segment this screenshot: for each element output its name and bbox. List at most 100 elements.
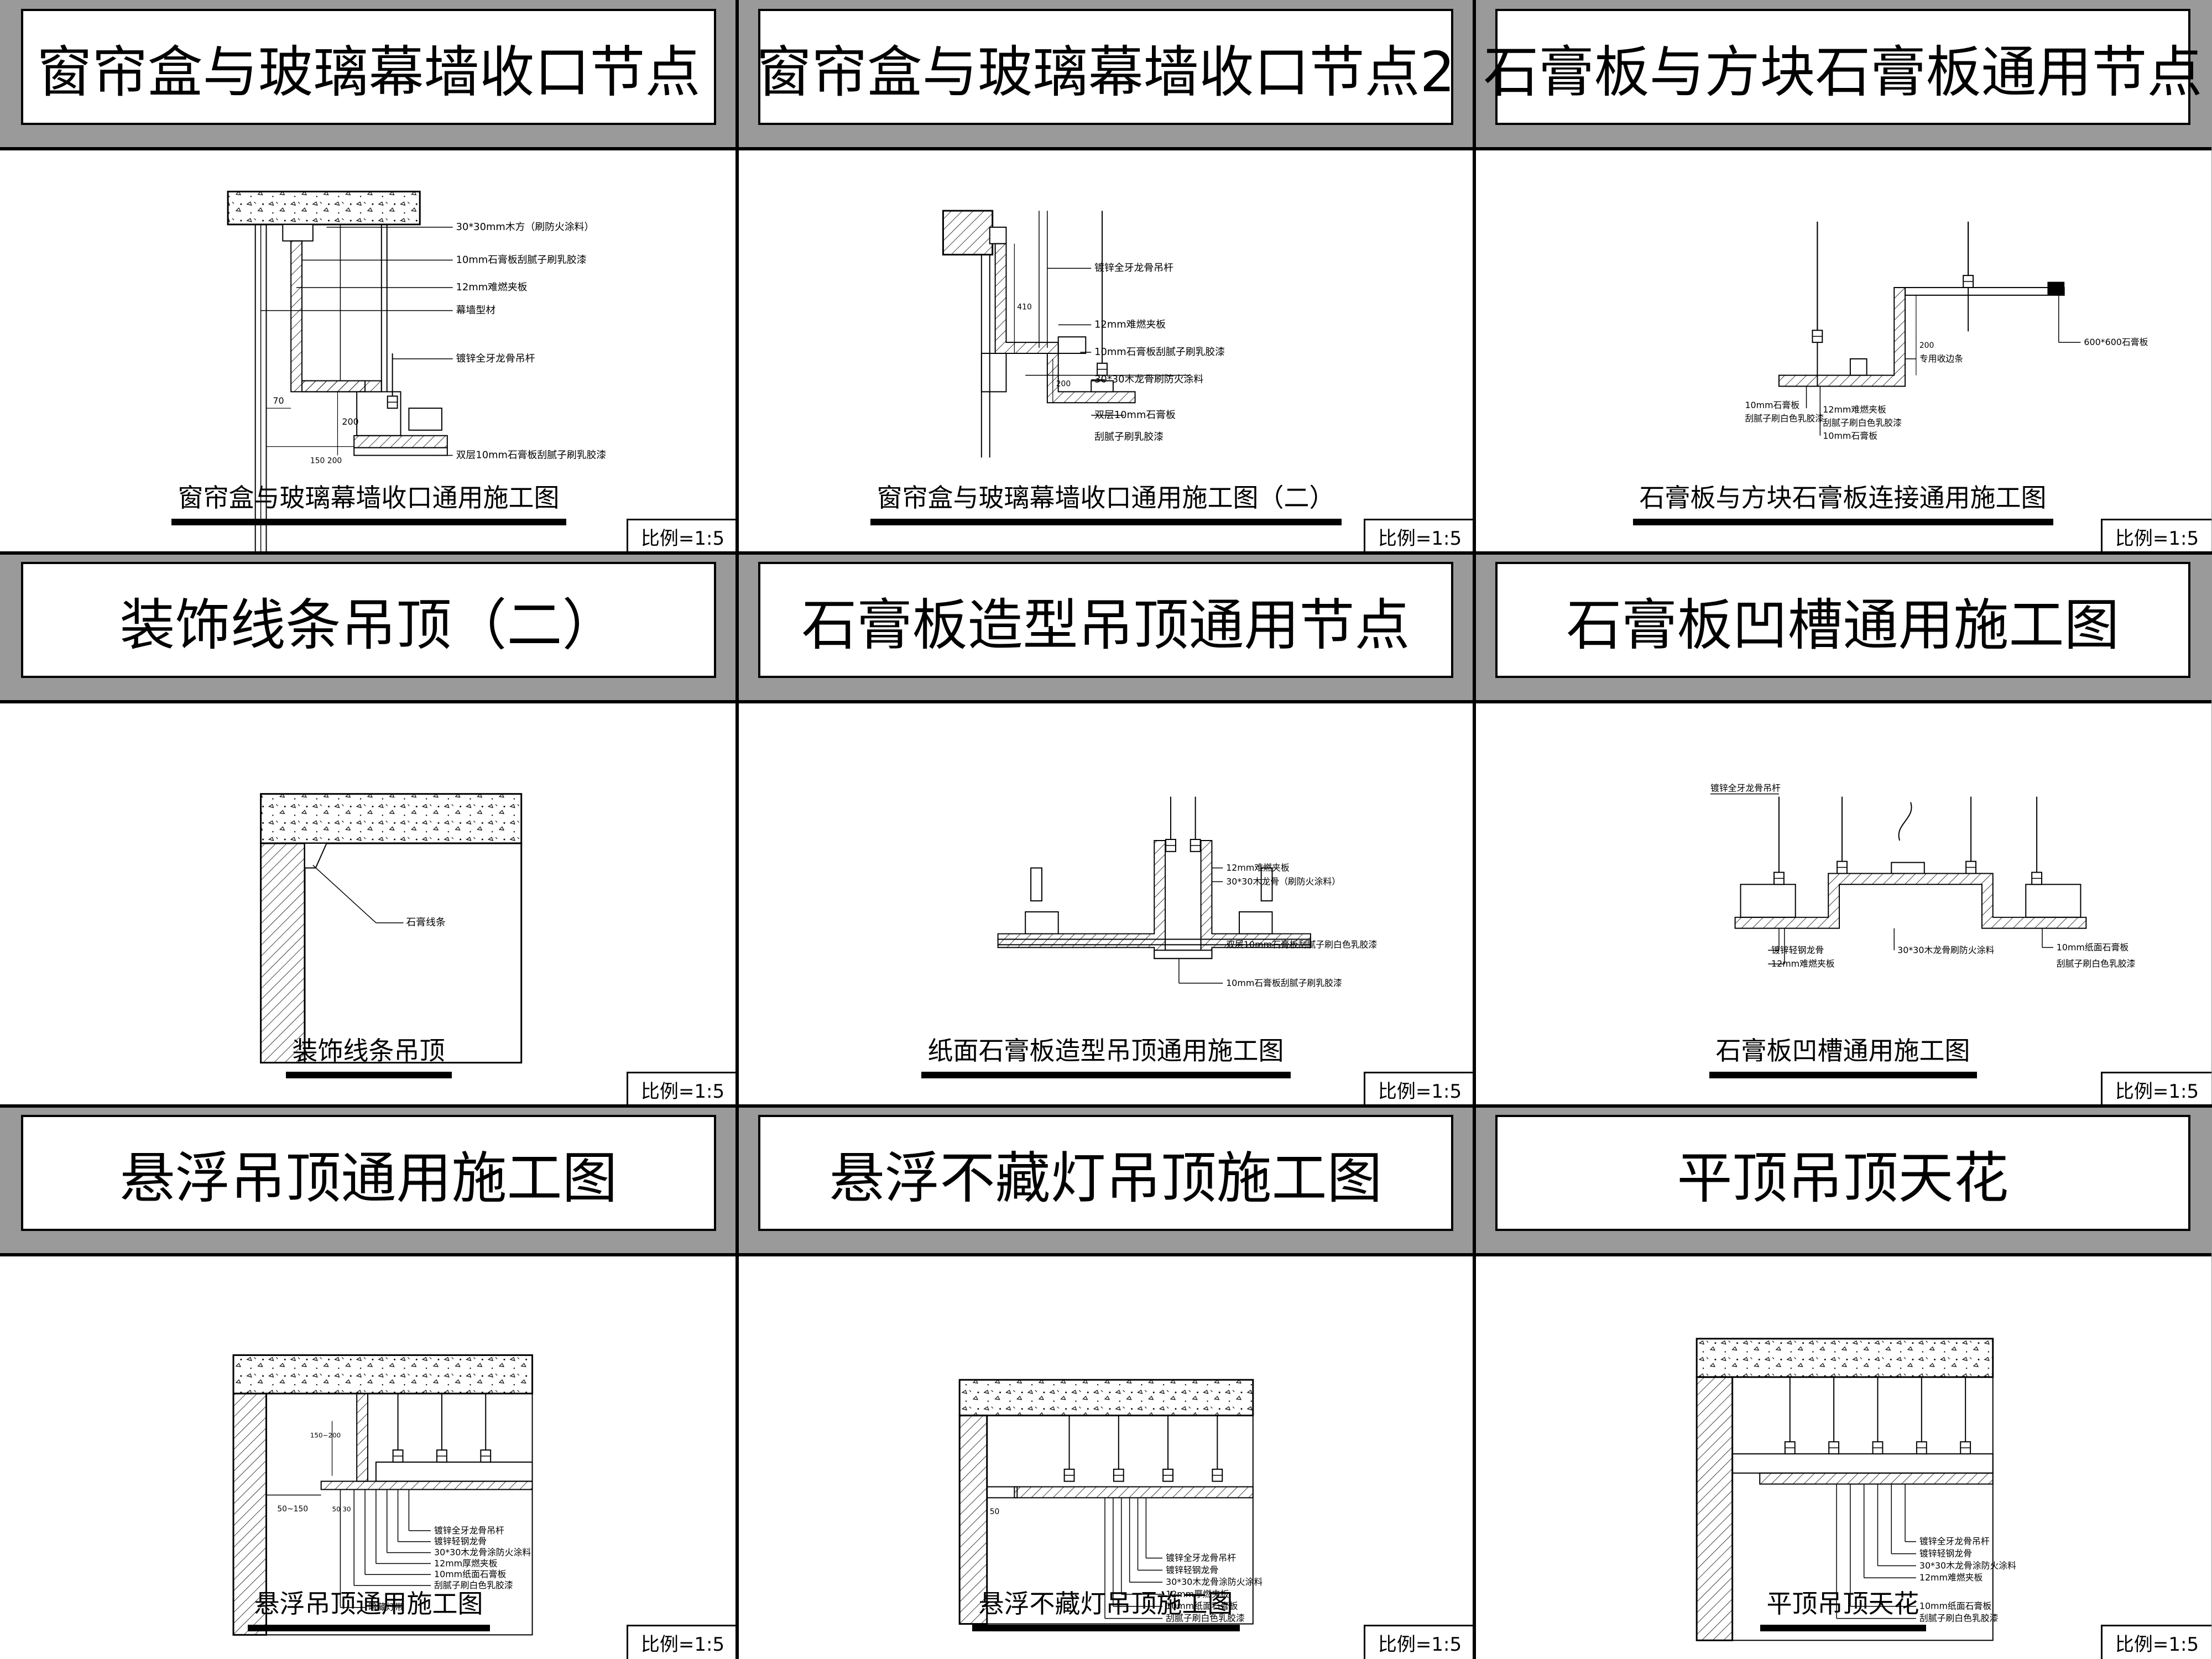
annotation-label: 双层10mm石膏板刮腻子刷乳胶漆 bbox=[456, 448, 607, 461]
annotation-label: 刮腻子刷白色乳胶漆 bbox=[2057, 958, 2136, 969]
panel-title-box: 石膏板凹槽通用施工图 bbox=[1495, 562, 2190, 678]
annotation-label: 10mm石膏板 bbox=[1823, 431, 1877, 441]
annotation-label: 刮腻子刷白色乳胶漆 bbox=[1745, 413, 1824, 424]
panel-title: 悬浮不藏灯吊顶施工图 bbox=[829, 1145, 1383, 1211]
scale-label: 比例=1:5 bbox=[627, 1072, 737, 1106]
annotation-label: 30*30木龙骨刷防火涂料 bbox=[1094, 374, 1203, 385]
annotation-label: 10mm石膏板刮腻子刷乳胶漆 bbox=[456, 253, 587, 265]
drawing-area: 镀锌全牙龙骨吊杆 12mm难燃夹板 10mm石膏板刮腻子刷乳胶漆 30*30木龙骨刷防… bbox=[737, 147, 1474, 553]
annotation-label: 刮腻子刷乳胶漆 bbox=[1094, 431, 1164, 443]
drawing-caption: 装饰线条吊顶 bbox=[0, 1031, 737, 1078]
panel-title-band: 石膏板造型吊顶通用节点 bbox=[737, 553, 1474, 700]
annotation-label: 10mm纸面石膏板 bbox=[1166, 1601, 1238, 1611]
drawing-caption: 石膏板与方块石膏板连接通用施工图 bbox=[1474, 478, 2211, 525]
panel-title: 石膏板与方块石膏板通用节点 bbox=[1483, 39, 2203, 105]
annotation-label: 50~150 bbox=[277, 1505, 308, 1514]
panel-title: 石膏板造型吊顶通用节点 bbox=[801, 592, 1410, 658]
grid-divider bbox=[1473, 0, 1476, 1659]
annotation-label: 刮腻子刷白色乳胶漆 bbox=[1919, 1613, 1999, 1624]
panel-title-band: 装饰线条吊顶（二） bbox=[0, 553, 737, 700]
panel-title-box: 悬浮不藏灯吊顶施工图 bbox=[758, 1115, 1453, 1231]
drawing-area: 石膏线条装饰线条吊顶比例=1:5 bbox=[0, 700, 737, 1106]
annotation-label: 12mm难燃夹板 bbox=[1919, 1572, 1983, 1583]
annotation-label: 镀锌全牙龙骨吊杆 bbox=[1166, 1552, 1236, 1563]
annotation-label: 镀锌轻钢龙骨 bbox=[434, 1536, 487, 1547]
annotation-label: 150 200 bbox=[310, 456, 342, 465]
annotation-label: 10mm石膏板刮腻子刷乳胶漆 bbox=[1094, 346, 1225, 358]
scale-label: 比例=1:5 bbox=[627, 519, 737, 553]
drawing-caption-text: 纸面石膏板造型吊顶通用施工图 bbox=[921, 1031, 1291, 1078]
annotation-label: 镀锌轻钢龙骨 bbox=[1771, 945, 1824, 955]
drawing-caption: 悬浮不藏灯吊顶施工图 bbox=[737, 1584, 1474, 1631]
annotation-label: 10mm纸面石膏板 bbox=[2057, 942, 2129, 952]
annotation-label: 200 bbox=[1919, 341, 1934, 350]
annotation-label: 30*30木龙骨刷防火涂料 bbox=[1897, 945, 1994, 955]
annotation-label: 30*30mm木方（刷防火涂料） bbox=[456, 221, 594, 233]
drawing-caption: 石膏板凹槽通用施工图 bbox=[1474, 1031, 2211, 1078]
panel-title-band: 悬浮吊顶通用施工图 bbox=[0, 1106, 737, 1253]
annotation-label: 12mm厚燃夹板 bbox=[434, 1558, 498, 1568]
panel-title-band: 平顶吊顶天花 bbox=[1474, 1106, 2211, 1253]
annotation-label: 12mm难燃夹板 bbox=[1094, 319, 1166, 330]
drawing-caption-text: 石膏板凹槽通用施工图 bbox=[1709, 1031, 1977, 1078]
detail-drawing: 50镀锌全牙龙骨吊杆镀锌轻钢龙骨30*30木龙骨涂防火涂料12mm厚燃夹板10m… bbox=[958, 1379, 1262, 1625]
annotation-label: 50 30 bbox=[332, 1505, 351, 1513]
annotation-label: 10mm石膏板刮腻子刷乳胶漆 bbox=[1226, 978, 1342, 988]
panel-title-band: 窗帘盒与玻璃幕墙收口节点 bbox=[0, 0, 737, 147]
detail-panel: 装饰线条吊顶（二）石膏线条装饰线条吊顶比例=1:5 bbox=[0, 553, 737, 1106]
detail-drawing: 12mm难燃夹板30*30木龙骨（刷防火涂料）双层10mm石膏板刮腻子刷白色乳胶… bbox=[997, 796, 1377, 988]
detail-panel: 窗帘盒与玻璃幕墙收口节点2 镀锌全牙龙骨吊杆 12mm难燃夹板 10mm石膏板刮腻子刷… bbox=[737, 0, 1474, 553]
annotation-label: 70 bbox=[273, 395, 284, 406]
panel-title-band: 悬浮不藏灯吊顶施工图 bbox=[737, 1106, 1474, 1253]
drawing-caption-text: 悬浮吊顶通用施工图 bbox=[247, 1584, 490, 1631]
annotation-label: 专用收边条 bbox=[1919, 353, 1963, 364]
annotation-label: 镀锌轻钢龙骨 bbox=[1919, 1548, 1972, 1559]
annotation-label: 30*30木龙骨涂防火涂料 bbox=[1919, 1560, 2016, 1571]
annotation-label: 幕墙型材 bbox=[456, 305, 496, 316]
annotation-label: 镀锌全牙龙骨吊杆 bbox=[1094, 262, 1173, 274]
scale-label: 比例=1:5 bbox=[627, 1625, 737, 1659]
panel-title-box: 平顶吊顶天花 bbox=[1495, 1115, 2190, 1231]
annotation-label: 150~200 bbox=[310, 1431, 341, 1439]
annotation-label: 10mm纸面石膏板 bbox=[1919, 1601, 1992, 1611]
annotation-label: 12mm难燃夹板 bbox=[1823, 404, 1886, 415]
annotation-label: 暗藏灯带 bbox=[368, 1602, 404, 1613]
annotation-label: 50 bbox=[990, 1507, 1000, 1516]
annotation-label: 12mm厚燃夹板 bbox=[1166, 1589, 1229, 1599]
drawing-caption: 窗帘盒与玻璃幕墙收口通用施工图 bbox=[0, 478, 737, 525]
annotation-label: 镀锌全牙龙骨吊杆 bbox=[1919, 1536, 1990, 1547]
annotation-label: 双层10mm石膏板 bbox=[1094, 409, 1176, 421]
annotation-label: 10mm纸面石膏板 bbox=[434, 1569, 507, 1579]
grid-divider bbox=[0, 551, 2212, 555]
annotation-label: 200 bbox=[342, 416, 358, 427]
annotation-label: 12mm难燃夹板 bbox=[456, 281, 528, 293]
scale-label: 比例=1:5 bbox=[1364, 1625, 1474, 1659]
detail-drawing: 镀锌全牙龙骨吊杆 12mm难燃夹板 10mm石膏板刮腻子刷乳胶漆 30*30木龙骨刷防… bbox=[942, 210, 1225, 458]
detail-drawing: 石膏线条 bbox=[260, 793, 523, 1064]
panel-title-box: 窗帘盒与玻璃幕墙收口节点 bbox=[21, 9, 716, 125]
annotation-label: 双层10mm石膏板刮腻子刷白色乳胶漆 bbox=[1226, 939, 1377, 950]
annotation-label: 镀锌轻钢龙骨 bbox=[1166, 1564, 1218, 1575]
panel-title-band: 石膏板与方块石膏板通用节点 bbox=[1474, 0, 2211, 147]
scale-label: 比例=1:5 bbox=[1364, 1072, 1474, 1106]
panel-title-box: 石膏板与方块石膏板通用节点 bbox=[1484, 9, 2203, 125]
drawing-caption-text: 石膏板与方块石膏板连接通用施工图 bbox=[1632, 478, 2053, 525]
drawing-caption-text: 窗帘盒与玻璃幕墙收口通用施工图 bbox=[171, 478, 566, 525]
panel-title-box: 窗帘盒与玻璃幕墙收口节点2 bbox=[757, 9, 1455, 125]
annotation-label: 刮腻子刷白色乳胶漆 bbox=[1166, 1613, 1245, 1624]
annotation-label: 12mm难燃夹板 bbox=[1771, 958, 1835, 969]
grid-divider bbox=[0, 1104, 2212, 1108]
detail-panel: 窗帘盒与玻璃幕墙收口节点 30*30mm木方（刷防火涂料） 10mm石膏板刮腻子刷乳… bbox=[0, 0, 737, 553]
panel-title-band: 窗帘盒与玻璃幕墙收口节点2 bbox=[737, 0, 1474, 147]
detail-drawing: 600*600石膏板专用收边条10mm石膏板刮腻子刷白色乳胶漆12mm难燃夹板刮… bbox=[1745, 221, 2148, 441]
scale-label: 比例=1:5 bbox=[2101, 1625, 2211, 1659]
